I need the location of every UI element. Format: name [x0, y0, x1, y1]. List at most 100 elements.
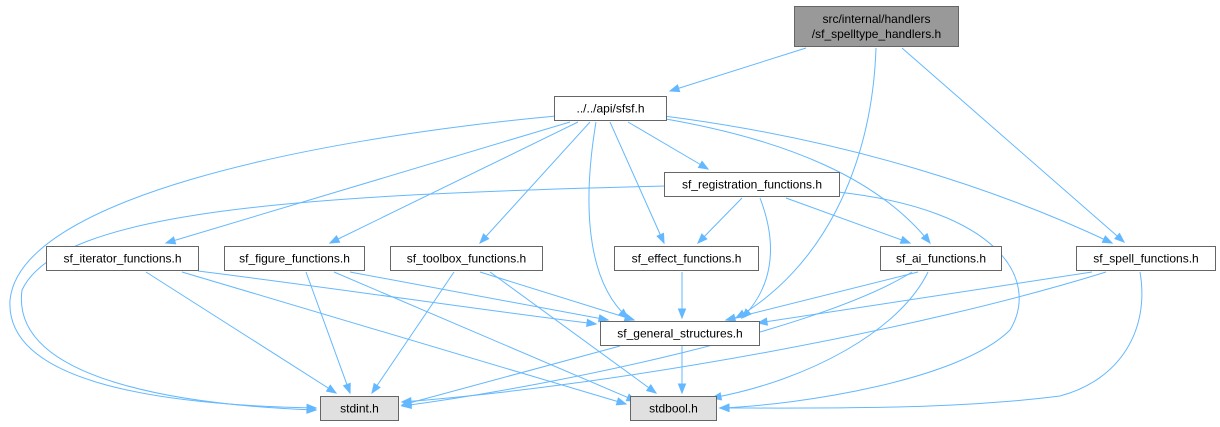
edges-layer	[9, 47, 1143, 414]
edge-line	[165, 121, 571, 244]
edge-arrowhead	[328, 235, 341, 244]
edge-line	[719, 271, 1143, 409]
node-box	[554, 96, 667, 121]
node-box	[320, 396, 399, 421]
node-sfsf[interactable]: ../../api/sfsf.h	[554, 96, 667, 121]
node-registration[interactable]: sf_registration_functions.h	[664, 172, 840, 197]
node-label: sf_general_structures.h	[617, 327, 742, 341]
edge-sfsf-to-ai	[659, 117, 931, 245]
edge-line	[757, 271, 1093, 324]
edge-line	[489, 271, 657, 394]
node-label: stdint.h	[340, 402, 379, 416]
edge-line	[669, 47, 807, 92]
edge-line	[333, 271, 637, 402]
edge-arrowhead	[1101, 235, 1114, 244]
edge-arrowhead	[697, 160, 710, 170]
node-stdbool: stdbool.h	[630, 396, 717, 421]
edge-arrowhead	[586, 318, 598, 328]
edge-line	[181, 271, 627, 405]
edge-arrowhead	[400, 398, 413, 407]
node-label: sf_ai_functions.h	[896, 252, 986, 266]
edge-arrowhead	[756, 317, 769, 326]
node-figure[interactable]: sf_figure_functions.h	[224, 246, 365, 271]
node-box	[614, 246, 759, 271]
edge-arrowhead	[656, 232, 665, 245]
edge-arrowhead	[325, 384, 338, 394]
edge-registration-to-stdint	[21, 185, 667, 414]
node-label: sf_spell_functions.h	[1093, 252, 1198, 266]
node-label: src/internal/handlers	[822, 12, 930, 26]
node-stdint: stdint.h	[320, 396, 399, 421]
node-ai[interactable]: sf_ai_functions.h	[880, 246, 1002, 271]
edge-line	[609, 121, 665, 244]
edge-registration-to-stdbool	[718, 191, 1020, 412]
edge-general-to-stdint	[400, 345, 621, 407]
edge-sfsf-to-toolbox	[479, 121, 591, 245]
edge-arrowhead	[677, 308, 687, 320]
edge-arrowhead	[479, 233, 490, 245]
edge-arrowhead	[306, 405, 318, 414]
edge-line	[145, 271, 337, 394]
edge-line	[663, 115, 1113, 244]
edge-toolbox-to-general	[479, 271, 636, 322]
nodes-layer: src/internal/handlers/sf_spelltype_handl…	[46, 6, 1216, 421]
edge-line	[627, 121, 709, 170]
edge-line	[9, 115, 557, 409]
node-label: sf_registration_functions.h	[682, 178, 822, 192]
edge-registration-to-ai	[785, 197, 912, 244]
edge-line	[21, 185, 667, 411]
edge-arrowhead	[724, 313, 737, 322]
edge-line	[305, 271, 351, 394]
edge-sfsf-to-registration	[627, 121, 710, 170]
edge-arrowhead	[668, 84, 681, 93]
edge-toolbox-to-stdbool	[489, 271, 658, 394]
node-box	[880, 246, 1002, 271]
edge-sfsf-to-effect	[609, 121, 665, 245]
edge-general-to-stdbool	[677, 346, 687, 395]
edge-line	[901, 47, 1125, 243]
edge-line	[349, 271, 609, 321]
edge-line	[371, 271, 455, 394]
edge-arrowhead	[371, 382, 381, 395]
node-toolbox[interactable]: sf_toolbox_functions.h	[390, 246, 543, 271]
edge-arrowhead	[623, 313, 636, 322]
edge-line	[479, 271, 635, 321]
node-box	[630, 396, 717, 421]
edge-line	[588, 121, 629, 319]
edge-line	[711, 271, 929, 399]
node-label: sf_iterator_functions.h	[63, 252, 181, 266]
edge-spell-to-general	[756, 271, 1093, 326]
edge-iterator-to-stdbool	[181, 271, 628, 406]
edge-arrowhead	[899, 235, 912, 244]
node-spell[interactable]: sf_spell_functions.h	[1076, 246, 1216, 271]
node-effect[interactable]: sf_effect_functions.h	[614, 246, 759, 271]
edge-arrowhead	[164, 236, 177, 245]
edge-line	[719, 191, 1020, 409]
node-box	[794, 6, 959, 47]
edge-line	[401, 345, 621, 406]
edge-line	[659, 117, 931, 244]
node-box	[390, 246, 543, 271]
edge-ai-to-general	[724, 271, 919, 322]
node-label: /sf_spelltype_handlers.h	[812, 27, 941, 41]
edge-arrowhead	[342, 382, 351, 395]
node-label: stdbool.h	[649, 402, 698, 416]
edge-arrowhead	[920, 232, 931, 245]
node-label: ../../api/sfsf.h	[576, 102, 644, 116]
edge-sfsf-to-spell	[663, 115, 1114, 244]
edge-iterator-to-stdint	[145, 271, 338, 394]
edge-arrowhead	[645, 383, 658, 394]
edge-line	[785, 197, 911, 244]
edge-line	[329, 121, 579, 244]
edge-line	[479, 121, 591, 244]
edge-arrowhead	[677, 383, 687, 395]
edge-arrowhead	[597, 314, 610, 323]
edge-spell-to-stdbool	[718, 271, 1143, 413]
node-iterator[interactable]: sf_iterator_functions.h	[46, 246, 199, 271]
node-label: sf_toolbox_functions.h	[407, 252, 526, 266]
edge-figure-to-general	[349, 271, 610, 323]
node-general[interactable]: sf_general_structures.h	[600, 321, 760, 346]
node-box	[664, 172, 840, 197]
node-box	[46, 246, 199, 271]
